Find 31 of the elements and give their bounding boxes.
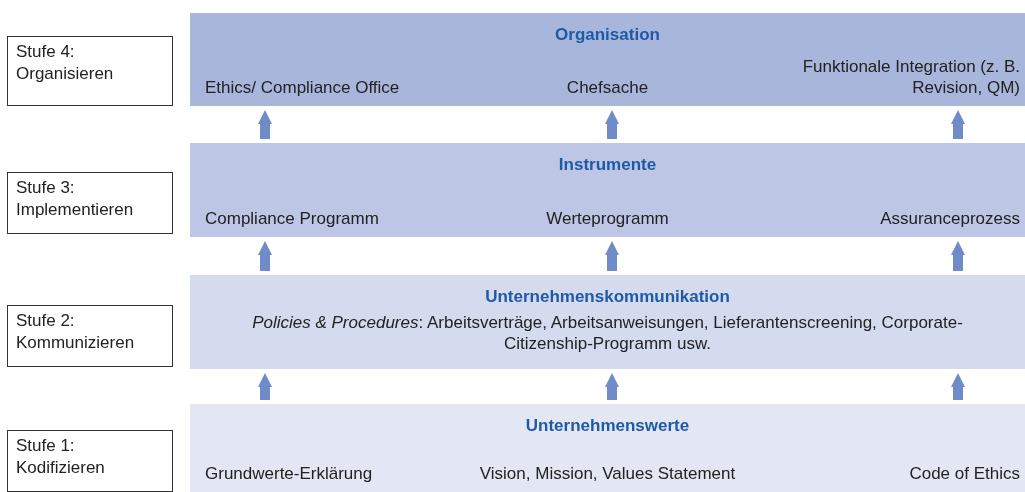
level-band — [190, 404, 1025, 492]
band-heading: Unternehmenskommunikation — [484, 286, 731, 307]
stage-label: Stufe 2: Kommunizieren — [7, 305, 173, 367]
band-item: Vision, Mission, Values Statement — [479, 463, 736, 484]
band-heading: Organisation — [554, 24, 661, 45]
band-item: Grundwerte-Erklärung — [205, 463, 373, 484]
band-item: Werteprogramm — [546, 208, 669, 229]
stage-label: Stufe 1: Kodifizieren — [7, 430, 173, 492]
band-item: Code of Ethics — [909, 463, 1020, 484]
block-arrow — [258, 241, 272, 271]
stage-label: Stufe 3: Implementieren — [7, 172, 173, 234]
block-arrow — [605, 241, 619, 271]
band-item: Funktionale Integration (z. B. Revision, QM) — [801, 56, 1020, 98]
block-arrow — [951, 373, 965, 400]
level-band — [190, 143, 1025, 237]
block-arrow — [258, 110, 272, 139]
band-heading: Unternehmenswerte — [524, 415, 691, 436]
band-item: Assuranceprozess — [880, 208, 1020, 229]
band-item: Chefsache — [566, 77, 649, 98]
level-band — [190, 275, 1025, 369]
block-arrow — [258, 373, 272, 400]
block-arrow — [605, 373, 619, 400]
band-item: Compliance Programm — [205, 208, 379, 229]
stage-label: Stufe 4: Organisieren — [7, 36, 173, 106]
block-arrow — [605, 110, 619, 139]
block-arrow — [951, 110, 965, 139]
band-description: Policies & Procedures: Arbeitsverträge, Arbeitsanweisungen, Lieferantenscreening, Corporate-Citizenship-Programm usw. — [251, 312, 964, 354]
band-item: Ethics/ Compliance Office — [205, 77, 400, 98]
block-arrow — [951, 241, 965, 271]
level-band — [190, 13, 1025, 106]
band-heading: Instrumente — [557, 154, 658, 175]
